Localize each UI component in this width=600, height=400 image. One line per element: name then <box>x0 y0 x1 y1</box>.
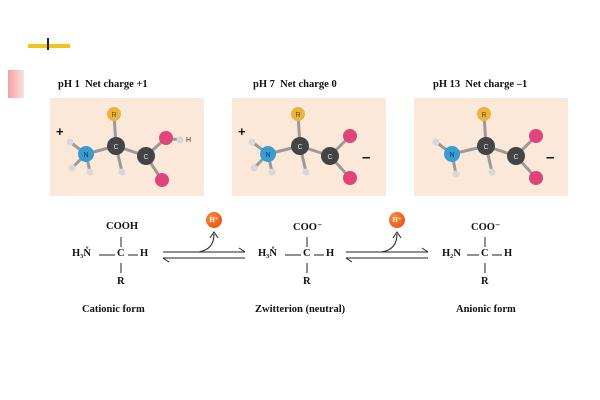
svg-text:C: C <box>113 144 118 151</box>
positive-charge: + <box>238 124 246 139</box>
struct1-top: COOH <box>106 221 139 232</box>
nitrogen-atom <box>444 146 460 162</box>
molecule-panel-ph1: R N C C H + <box>50 98 204 196</box>
oxygen-atom <box>343 171 357 185</box>
struct2-right: H <box>326 248 335 259</box>
struct1-bottom: R <box>117 276 125 287</box>
label-anionic-form: Anionic form <box>456 304 516 315</box>
proton-badge: H⁺ <box>389 212 405 228</box>
negative-charge: – <box>546 149 554 166</box>
oxygen-atom <box>343 129 357 143</box>
struct3-top: COO⁻ <box>471 222 501 233</box>
label-zwitterion: Zwitterion (neutral) <box>255 304 346 315</box>
r-group-atom <box>107 107 121 121</box>
svg-text:C: C <box>513 154 518 161</box>
hydrogen-atom <box>488 168 496 176</box>
hydrogen-atom <box>118 168 126 176</box>
r-group-atom <box>477 107 491 121</box>
svg-text:R: R <box>481 112 486 119</box>
accent-tick <box>47 38 49 50</box>
nitrogen-atom <box>78 146 94 162</box>
molecule-panel-ph7: R N C C + – <box>232 98 386 196</box>
svg-text:H: H <box>186 137 191 144</box>
svg-text:N: N <box>449 152 454 159</box>
proton-badge: H⁺ <box>206 212 222 228</box>
side-tab <box>8 70 24 98</box>
svg-text:C: C <box>143 154 148 161</box>
negative-charge: – <box>362 149 370 166</box>
accent-bar <box>28 44 70 48</box>
carboxyl-carbon-atom <box>321 147 339 165</box>
label-cationic-form: Cationic form <box>82 304 145 315</box>
oxygen-atom <box>159 131 173 145</box>
hydrogen-atom <box>68 164 76 172</box>
struct1-center: C <box>117 248 125 259</box>
svg-text:R: R <box>295 112 300 119</box>
struct2-left: H₃N̊ <box>258 248 277 259</box>
alpha-carbon-atom <box>107 137 125 155</box>
hydrogen-atom <box>248 138 256 146</box>
oxygen-atom <box>529 129 543 143</box>
alpha-carbon-atom <box>291 137 309 155</box>
svg-text:R: R <box>111 112 116 119</box>
hydrogen-atom <box>66 138 74 146</box>
positive-charge: + <box>56 124 64 139</box>
hydrogen-atom <box>302 168 310 176</box>
nitrogen-atom <box>260 146 276 162</box>
struct2-center: C <box>303 248 311 259</box>
panel-label-ph13: pH 13 Net charge –1 <box>433 79 528 90</box>
struct1-right: H <box>140 248 149 259</box>
struct3-center: C <box>481 248 489 259</box>
hydrogen-atom <box>432 138 440 146</box>
struct2-bottom: R <box>303 276 311 287</box>
panel-label-ph7: pH 7 Net charge 0 <box>253 79 337 90</box>
struct2-top: COO⁻ <box>293 222 323 233</box>
svg-text:N: N <box>83 152 88 159</box>
hydrogen-atom <box>176 136 184 144</box>
oxygen-atom <box>529 171 543 185</box>
alpha-carbon-atom <box>477 137 495 155</box>
r-group-atom <box>291 107 305 121</box>
svg-text:C: C <box>327 154 332 161</box>
hydrogen-atom <box>268 168 276 176</box>
carboxyl-carbon-atom <box>137 147 155 165</box>
svg-text:C: C <box>297 144 302 151</box>
molecule-panel-ph13: R N C C – <box>414 98 568 196</box>
svg-text:C: C <box>483 144 488 151</box>
hydrogen-atom <box>250 164 258 172</box>
struct3-right: H <box>504 248 513 259</box>
hydrogen-atom <box>86 168 94 176</box>
carboxyl-carbon-atom <box>507 147 525 165</box>
struct3-left: H₂N <box>442 248 461 259</box>
struct3-bottom: R <box>481 276 489 287</box>
svg-text:N: N <box>265 152 270 159</box>
struct1-left: H₃N̊ <box>72 248 91 259</box>
panel-label-ph1: pH 1 Net charge +1 <box>58 79 148 90</box>
hydrogen-atom <box>452 170 460 178</box>
oxygen-atom <box>155 173 169 187</box>
